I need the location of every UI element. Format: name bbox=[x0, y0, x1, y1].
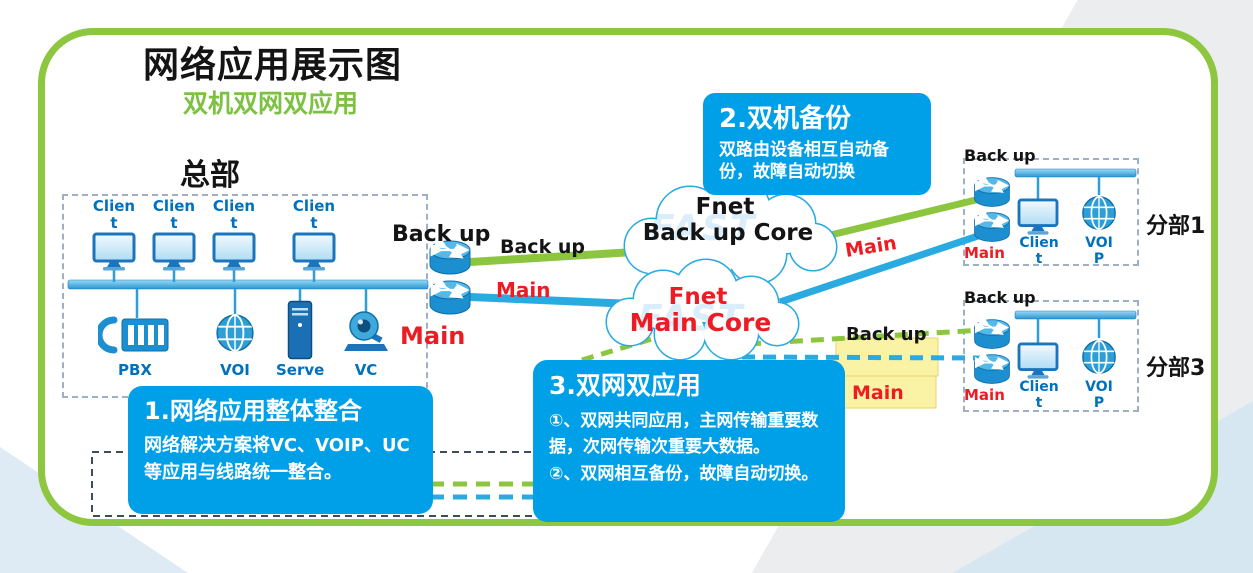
callout-1-title: 1.网络应用整体整合 bbox=[144, 397, 362, 425]
vc-camera-icon bbox=[343, 311, 389, 352]
voip-globe-icon bbox=[216, 314, 254, 352]
hq-client-2-label: Clien t bbox=[152, 197, 196, 232]
voip-label: VOI bbox=[220, 361, 250, 379]
vc-label: VC bbox=[354, 361, 378, 379]
hq-device-stubs bbox=[112, 266, 368, 318]
client-computer-icon bbox=[292, 232, 336, 272]
callout-3-body-1: ①、双网共同应用，主网传输重要数据，次网传输次重要大数据。 bbox=[549, 411, 819, 457]
callout-2-dual-router-backup: 2.双机备份 双路由设备相互自动备份，故障自动切换 bbox=[703, 93, 931, 195]
branch1-boundary-box bbox=[963, 158, 1139, 266]
hq-lan-bus bbox=[67, 279, 429, 290]
hq-client-3-label: Clien t bbox=[212, 197, 256, 232]
highlight-box-main bbox=[837, 375, 937, 409]
branch1-voip-label: VOI P bbox=[1085, 235, 1113, 267]
page-subtitle: 双机双网双应用 bbox=[183, 89, 359, 118]
branch3-main-router-icon bbox=[972, 351, 1012, 388]
branch3-voip-label: VOI P bbox=[1085, 379, 1113, 411]
callout-3-body-2: ②、双网相互备份，故障自动切换。 bbox=[549, 464, 819, 485]
main-cloud-name: Fnet bbox=[668, 284, 728, 310]
pbx-icon bbox=[98, 314, 172, 356]
callout-2-body: 双路由设备相互自动备份，故障自动切换 bbox=[719, 139, 889, 183]
branch3-client-icon bbox=[1017, 342, 1059, 380]
callout-2-title: 2.双机备份 bbox=[719, 104, 851, 134]
hq-client-1: Clien t bbox=[88, 198, 140, 272]
client-computer-icon bbox=[152, 232, 196, 272]
pbx-label: PBX bbox=[118, 361, 152, 379]
branch1-lan-bus bbox=[1014, 168, 1137, 178]
hq-title: 总部 bbox=[180, 158, 240, 193]
branch1-client-label: Clien t bbox=[1019, 235, 1059, 267]
client-computer-icon bbox=[92, 232, 136, 272]
hq-main-router-icon bbox=[427, 277, 473, 319]
hq-client-1-label: Clien t bbox=[92, 197, 136, 232]
hq-client-4-label: Clien t bbox=[292, 197, 336, 232]
branch3-client-label: Clien t bbox=[1019, 379, 1059, 411]
branch1-backup-router-icon bbox=[972, 174, 1012, 211]
branch1-title: 分部1 bbox=[1146, 214, 1206, 239]
callout-1-network-integration: 1.网络应用整体整合 网络解决方案将VC、VOIP、UC等应用与线路统一整合。 bbox=[128, 386, 433, 514]
branch1-voip-icon bbox=[1081, 195, 1117, 231]
server-label: Serve bbox=[276, 361, 325, 379]
branch3-lan-bus bbox=[1014, 310, 1137, 320]
branch1-main-router-icon bbox=[972, 209, 1012, 246]
branch3-title: 分部3 bbox=[1146, 356, 1206, 381]
hq-backup-link-label: Back up bbox=[500, 236, 585, 258]
branch1-backup-link-line bbox=[809, 194, 985, 244]
backup-cloud-watermark: FAST bbox=[650, 208, 757, 249]
client-computer-icon bbox=[212, 232, 256, 272]
branch-device-stubs bbox=[1036, 177, 1101, 344]
callout-3-title: 3.双网双应用 bbox=[549, 371, 701, 400]
hq-client-2: Clien t bbox=[148, 198, 200, 272]
branch3-main-link-label: Main bbox=[852, 382, 904, 404]
branch1-main-link-line bbox=[778, 230, 986, 306]
branch3-backup-link-line bbox=[747, 327, 985, 347]
server-icon bbox=[287, 300, 313, 360]
page-title: 网络应用展示图 bbox=[143, 45, 403, 86]
hq-main-router-label: Main bbox=[400, 322, 466, 350]
branch1-client-icon bbox=[1017, 198, 1059, 236]
main-cloud-core-label: Main Core bbox=[629, 308, 772, 337]
backup-cloud-name: Fnet bbox=[695, 194, 755, 220]
hq-client-3: Clien t bbox=[208, 198, 260, 272]
backup-cloud-core-label: Back up Core bbox=[642, 220, 814, 246]
callout-1-body: 网络解决方案将VC、VOIP、UC等应用与线路统一整合。 bbox=[144, 435, 410, 483]
branch3-main-router-label: Main bbox=[964, 386, 1005, 404]
branch3-backup-link-label: Back up bbox=[846, 324, 927, 345]
hq-main-link-label: Main bbox=[496, 278, 551, 302]
branch1-main-router-label: Main bbox=[964, 244, 1005, 262]
branch3-main-link-line bbox=[741, 354, 985, 361]
hq-backup-router-label: Back up bbox=[392, 222, 491, 247]
branch3-backup-router-label: Back up bbox=[964, 288, 1036, 307]
branch3-voip-icon bbox=[1081, 339, 1117, 375]
main-cloud-watermark: FAST bbox=[638, 298, 745, 339]
callout-3-dual-network-apps: 3.双网双应用 ①、双网共同应用，主网传输重要数据，次网传输次重要大数据。 ②、… bbox=[533, 360, 845, 522]
main-core-cloud-fill bbox=[607, 260, 798, 359]
hq-client-4: Clien t bbox=[288, 198, 340, 272]
branch1-backup-router-label: Back up bbox=[964, 146, 1036, 165]
branch3-backup-router-icon bbox=[972, 316, 1012, 353]
